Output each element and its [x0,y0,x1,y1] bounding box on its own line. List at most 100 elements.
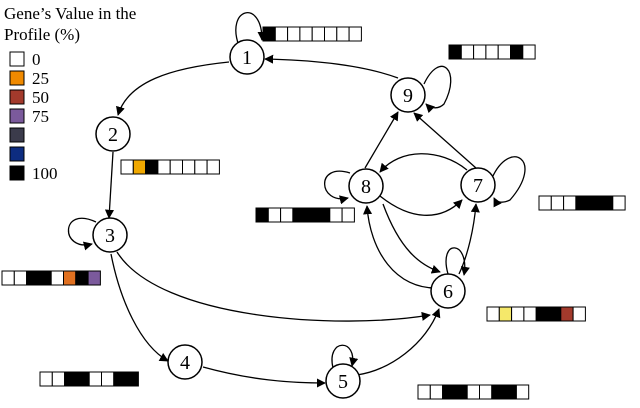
profile-cell [341,207,355,223]
legend-label: 25 [32,69,49,88]
node-label: 9 [403,85,413,107]
profile-cell [479,384,493,400]
profile-cell [311,26,326,42]
profile-bar-node-6 [486,306,586,322]
profile-cell [572,306,586,322]
edge-5-to-6 [356,308,441,376]
legend-swatch [9,108,25,124]
profile-cell [498,306,513,322]
profile-cell [466,384,481,400]
profile-cell [101,371,115,387]
legend-label: 50 [32,88,49,107]
profile-cell [194,159,208,175]
profile-cell [182,159,196,175]
node-label: 8 [361,176,371,198]
edges [67,12,526,388]
edge-3-to-6 [116,251,431,322]
profile-cell [417,384,431,400]
node-7: 7 [460,167,496,203]
legend-swatch [9,70,25,86]
profile-cell [510,44,524,60]
profile-cell [460,44,475,60]
profile-cell [26,270,40,286]
node-3: 3 [92,217,128,253]
node-2: 2 [95,116,131,152]
profile-cell [113,371,127,387]
self-loop-1 [235,12,267,47]
profile-cell [454,384,468,400]
node-label: 3 [105,225,115,247]
node-label: 6 [443,281,453,303]
profile-cell [548,306,562,322]
node-label: 2 [108,124,118,146]
profile-cell [125,371,139,387]
profile-cell [522,44,536,60]
profile-cell [336,26,350,42]
profile-cell [587,195,602,211]
profile-bar-node-1 [262,26,362,42]
legend-label: 0 [32,50,41,69]
node-1: 1 [229,39,265,75]
node-circle [325,363,361,399]
node-4: 4 [167,344,203,380]
node-label: 7 [473,175,483,197]
profile-cell [329,207,343,223]
profile-cell [274,26,289,42]
legend-label: 75 [32,107,49,126]
profile-cell [429,384,444,400]
profile-cell [206,159,220,175]
profile-cell [442,384,456,400]
self-loop-9 [423,65,452,114]
legend-title-line2: Profile (%) [4,25,80,44]
profile-cell [612,195,626,211]
profile-cell [87,270,101,286]
profile-cell [64,371,78,387]
node-circle [390,77,426,113]
profile-cell [299,26,313,42]
legend-swatch [9,51,25,67]
self-loop-5 [331,344,359,369]
profile-cell [50,270,65,286]
profile-cell [76,371,90,387]
profile-cell [348,26,362,42]
profile-cell [491,384,505,400]
edge-7-to-8 [379,153,468,173]
profile-cell [550,195,565,211]
profile-cell [560,306,574,322]
self-loop-8 [324,170,351,205]
edge-1-to-2 [116,61,230,116]
edge-8-to-7 [379,195,463,216]
edge-8-to-6 [382,203,441,274]
node-circle [167,344,203,380]
profile-cell [169,159,183,175]
profile-cell [486,306,500,322]
profile-bar-node-9 [448,44,536,60]
profile-bar-node-3 [1,270,101,286]
edge-3-to-4 [110,253,169,362]
node-circle [92,217,128,253]
profile-cell [304,207,319,223]
profile-cell [75,270,89,286]
profile-cell [267,207,282,223]
profile-cell [538,195,552,211]
node-label: 4 [180,352,190,374]
edge-9-to-1 [264,54,399,79]
profile-cell [39,371,53,387]
legend-label: 100 [32,164,58,183]
profile-cell [287,26,301,42]
legend-swatch [9,165,25,181]
edge-6-to-7 [458,203,480,275]
profile-cell [497,44,512,60]
node-circle [348,168,384,204]
profile-bar-node-7 [538,195,626,211]
profile-bar-node-4 [39,371,139,387]
profile-cell [448,44,462,60]
profile-cell [511,306,525,322]
profile-cell [523,306,537,322]
profile-cell [515,384,530,400]
profile-cell [1,270,15,286]
profile-cell [575,195,589,211]
